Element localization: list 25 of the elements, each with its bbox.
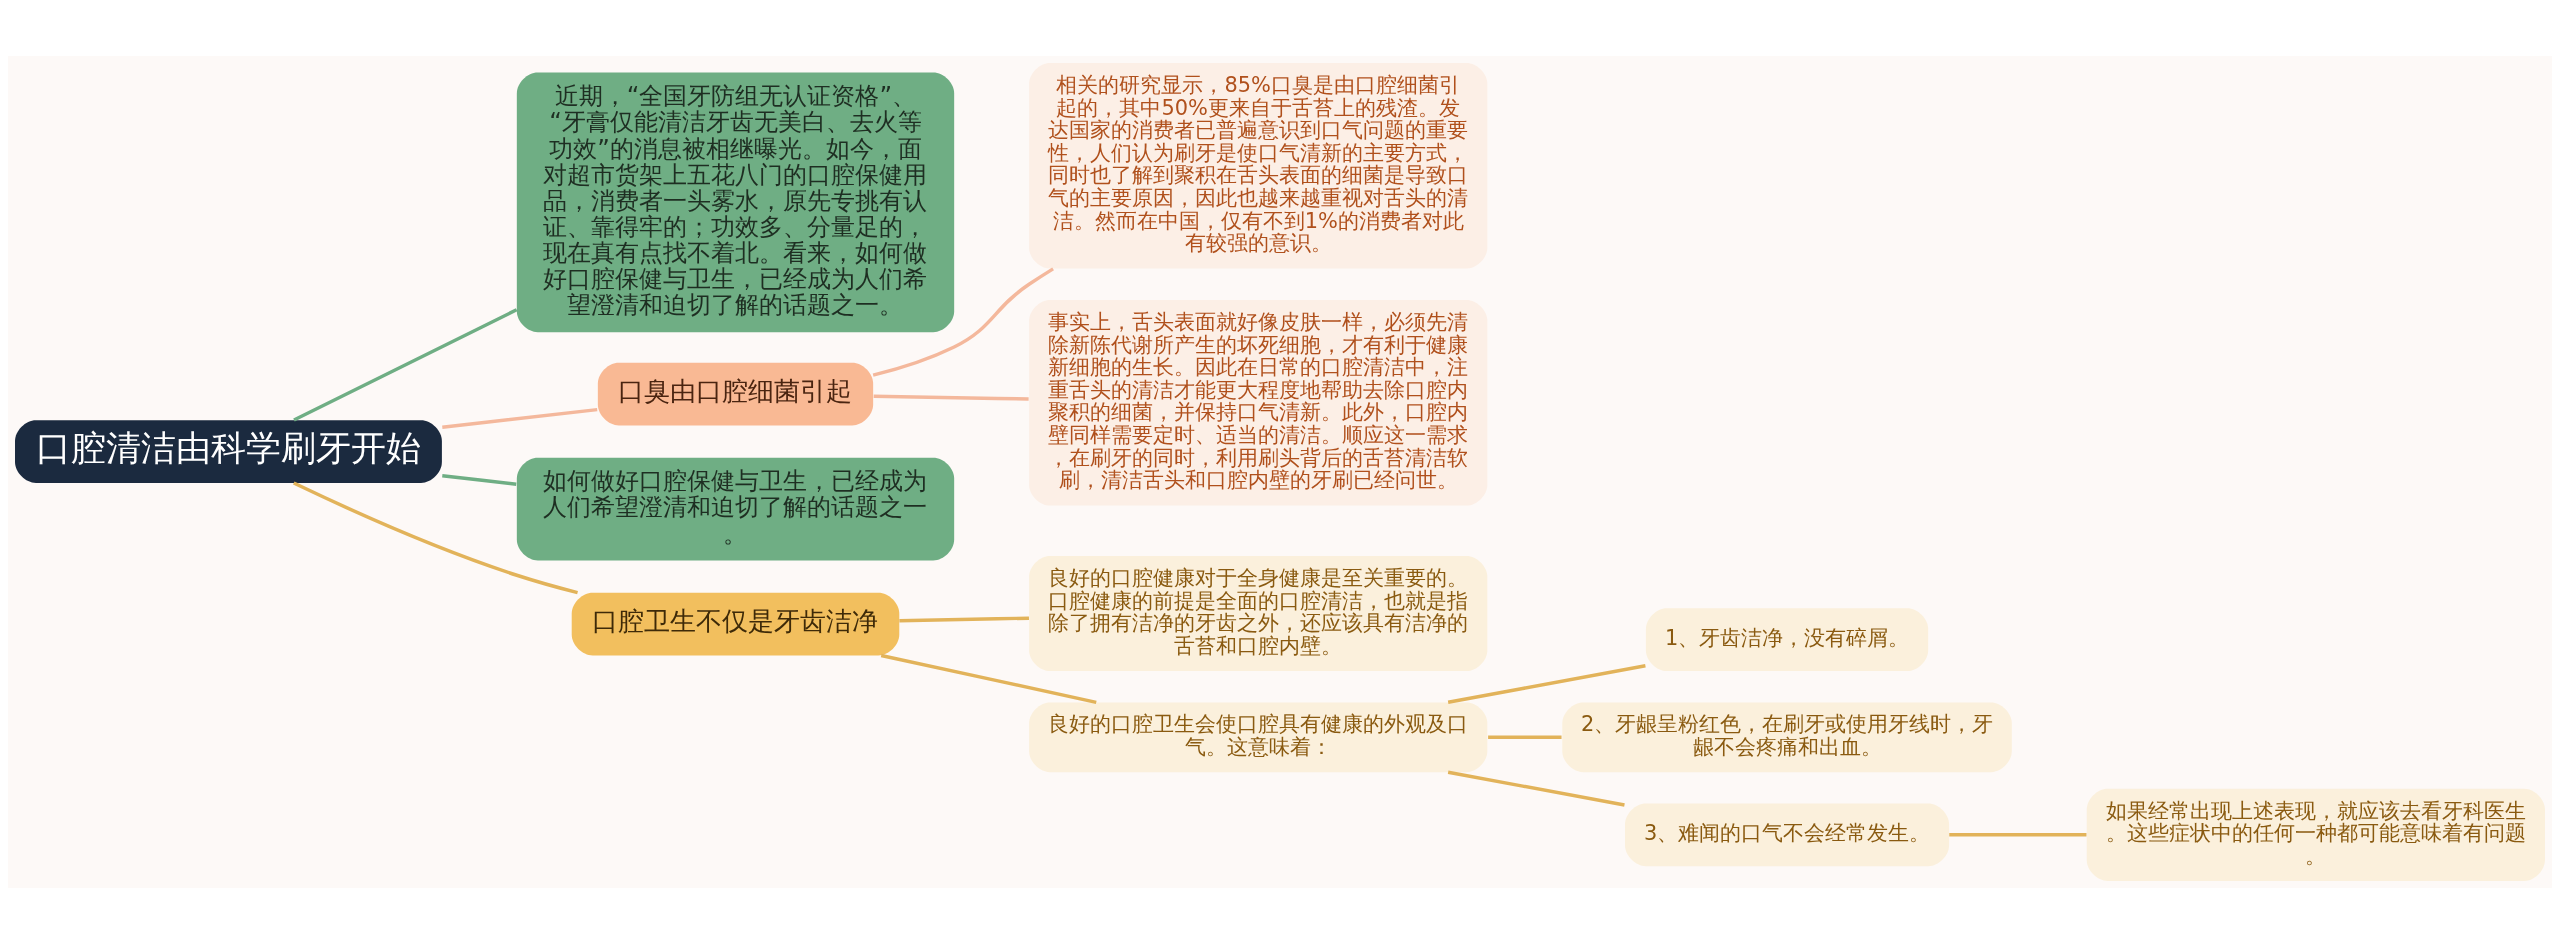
node-box: 如何做好口腔保健与卫生，已经成为人们希望澄清和迫切了解的话题之一。 [516, 457, 955, 560]
connector [872, 266, 1054, 377]
connector [1488, 735, 1562, 739]
connector [442, 407, 598, 429]
connector [1949, 832, 2087, 837]
connector [1447, 663, 1646, 704]
node-box: 如果经常出现上述表现，就应该去看牙科医生。这些症状中的任何一种都可能意味着有问题。 [2086, 788, 2545, 881]
node-box: 口腔卫生不仅是牙齿洁净 [571, 592, 900, 655]
node-box: 事实上，舌头表面就好像皮肤一样，必须先清除新陈代谢所产生的坏死细胞，才有利于健康新细胞的生长。因此在日常的口腔清洁中，注重舌头的清洁才能更大程度地帮助去除口腔内聚积的细菌，并保持口气清新。此外，口腔内壁同样需要定时、适当的清洁。顺应这一需求，在刷牙的同时，利用刷头背后的舌苔清洁软刷，清洁舌头和口腔内壁的牙刷已经问世。 [1029, 299, 1488, 506]
node-box: 口臭由口腔细菌引起 [597, 362, 874, 425]
node-box: 相关的研究显示，85%口臭是由口腔细菌引起的，其中50%更来自于舌苔上的残渣。发达国家的消费者已普遍意识到口气问题的重要性，人们认为刷牙是使口气清新的主要方式，同时也了解到聚积在舌头表面的细菌是导致口气的主要原因，因此也越来越重视对舌头的清洁。然而在中国，仅有不到1%的消费者对此有较强的意识。 [1029, 62, 1488, 269]
connector [293, 480, 578, 594]
node-box: 3、难闻的口气不会经常发生。 [1625, 803, 1950, 866]
node-box: 近期，“全国牙防组无认证资格”、“牙膏仅能清洁牙齿无美白、去火等功效”的消息被相继曝光。如今，面对超市货架上五花八门的口腔保健用品，消费者一头雾水，原先专挑有认证、靠得牢的；功效多、分量足的，现在真有点找不着北。看来，如何做好口腔保健与卫生，已经成为人们希望澄清和迫切了解的话题之一。 [516, 72, 955, 332]
connector [880, 653, 1097, 704]
connector [873, 394, 1029, 401]
connector [293, 307, 518, 422]
node-box: 口腔清洁由科学刷牙开始 [15, 419, 442, 483]
connector [899, 615, 1029, 622]
connector [1447, 770, 1625, 807]
connector [442, 473, 517, 486]
node-box: 良好的口腔卫生会使口腔具有健康的外观及口气。这意味着： [1029, 701, 1488, 772]
node-box: 2、牙龈呈粉红色，在刷牙或使用牙线时，牙龈不会疼痛和出血。 [1562, 701, 2012, 772]
node-box: 良好的口腔健康对于全身健康是至关重要的。口腔健康的前提是全面的口腔清洁，也就是指除了拥有洁净的牙齿之外，还应该具有洁净的舌苔和口腔内壁。 [1029, 555, 1488, 671]
node-box: 1、牙齿洁净，没有碎屑。 [1645, 607, 1929, 671]
